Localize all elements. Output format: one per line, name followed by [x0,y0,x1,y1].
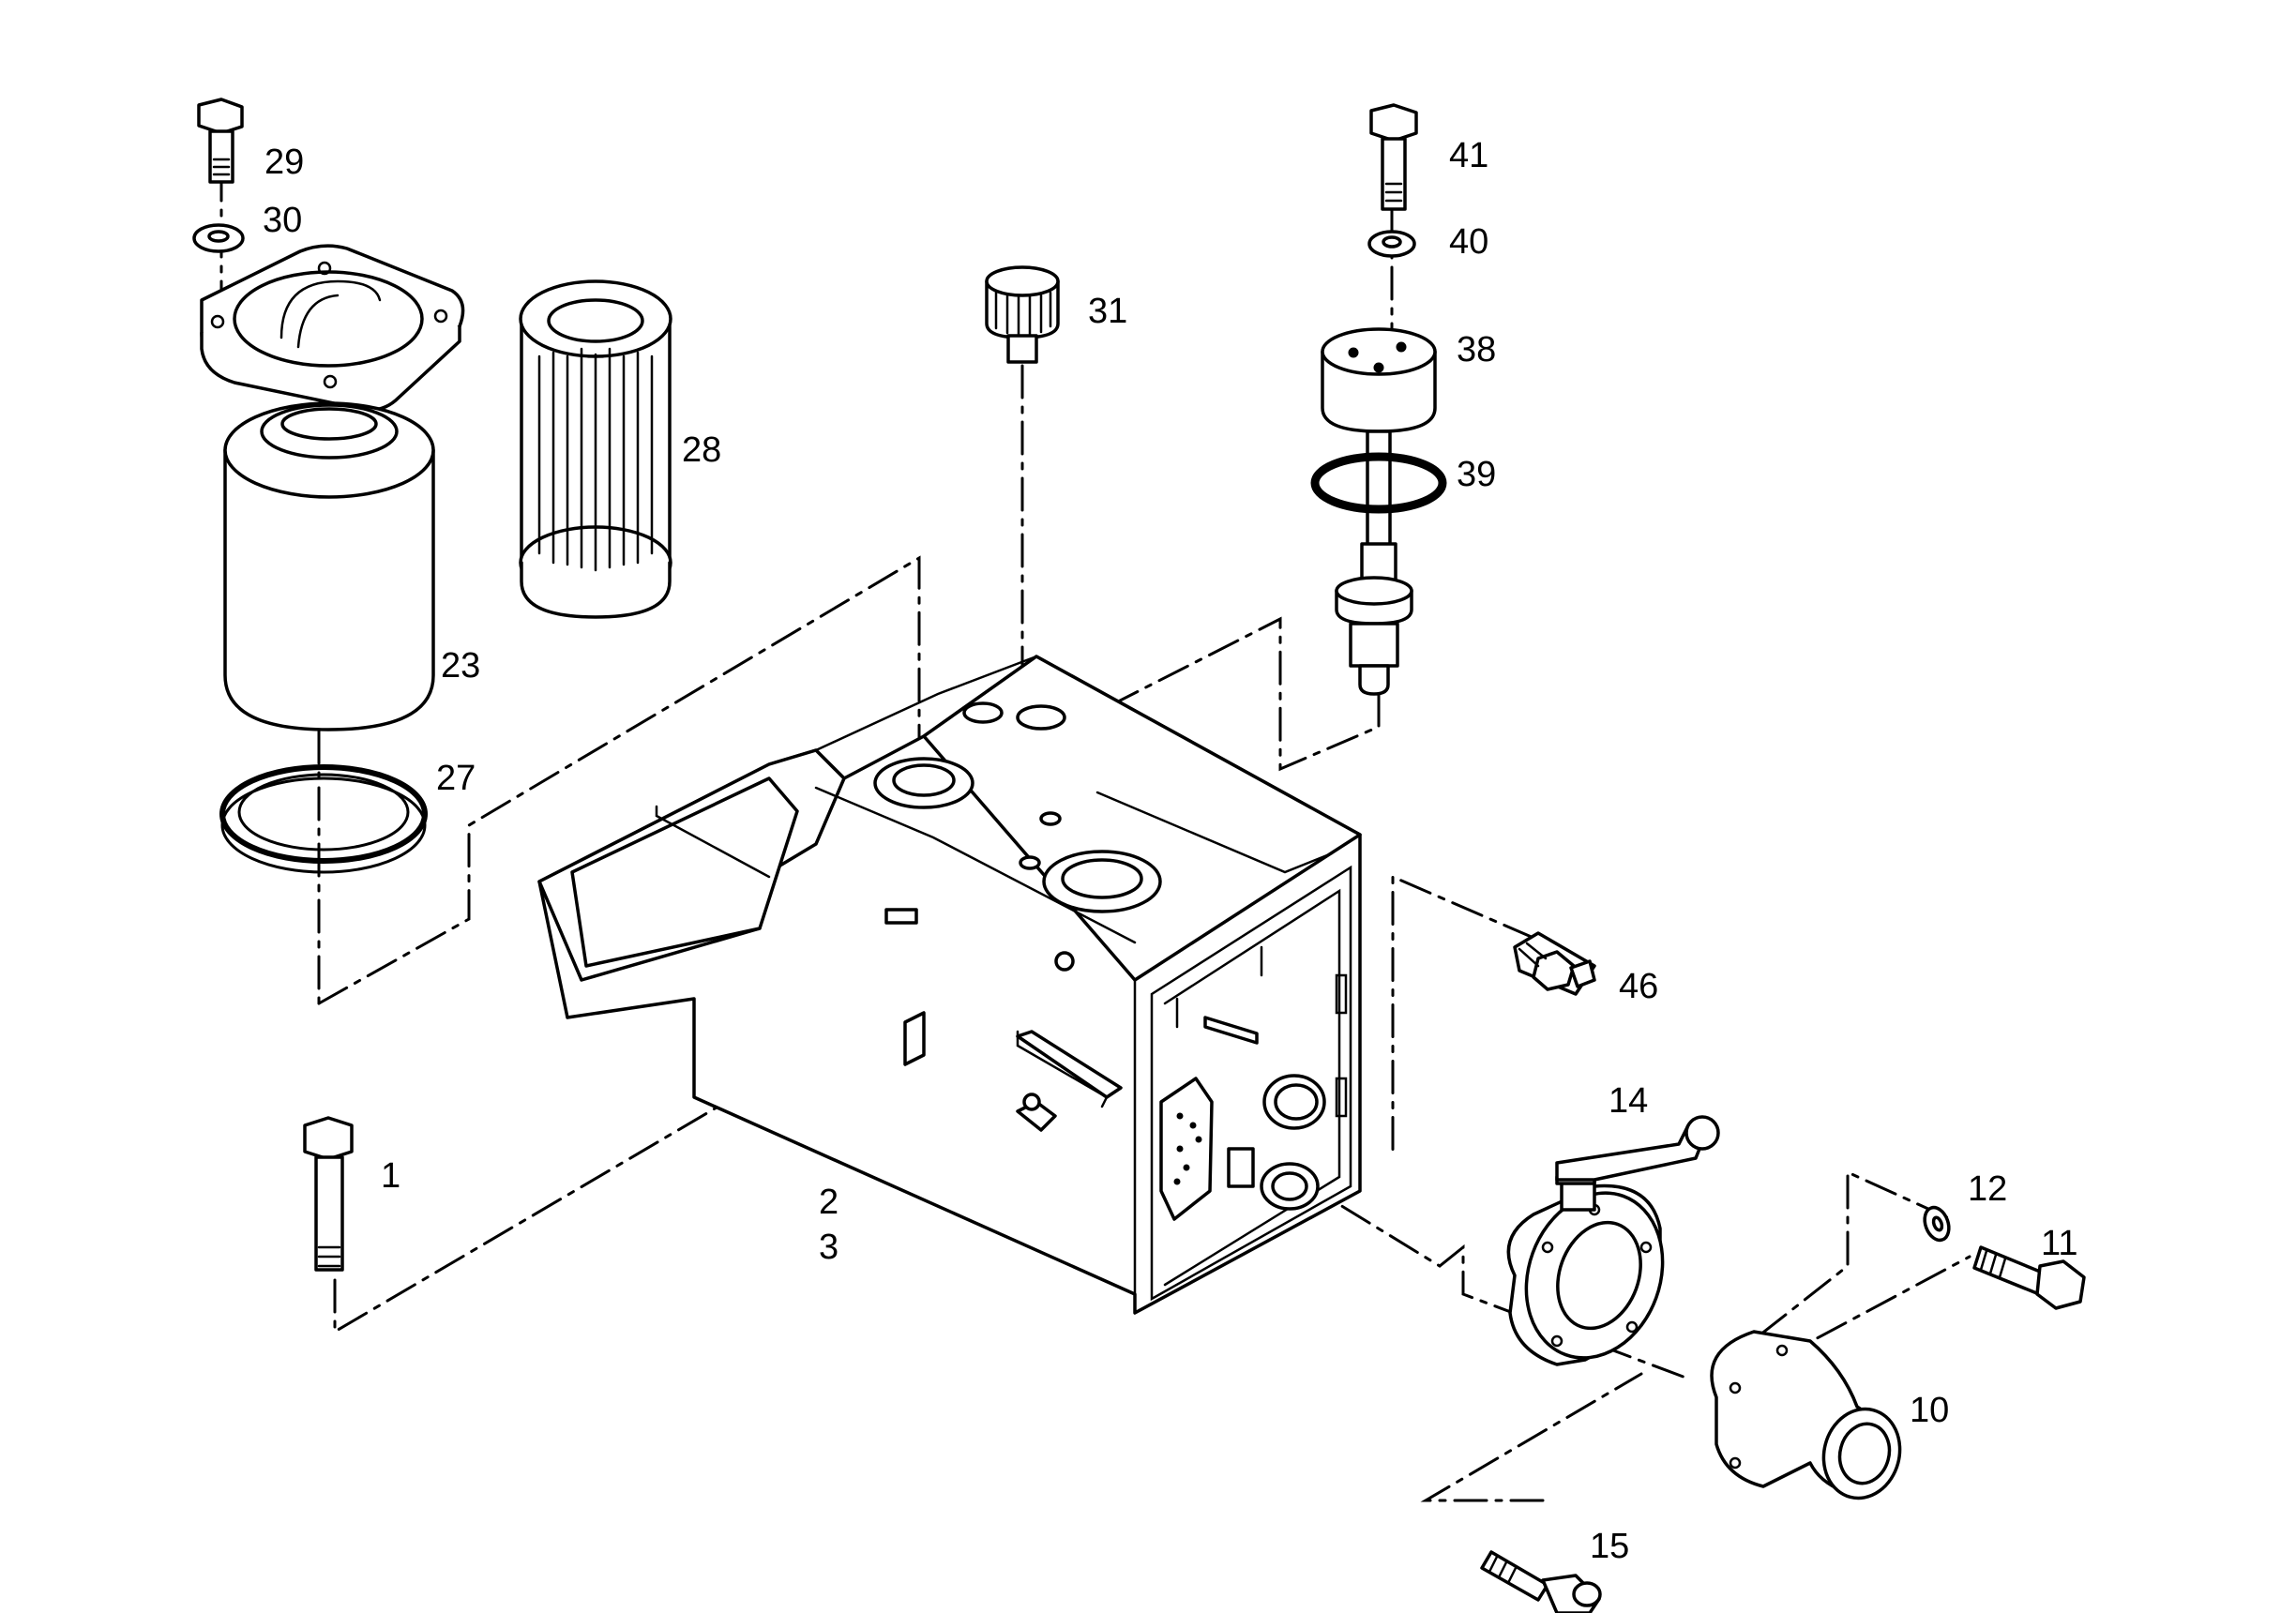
callout-11: 11 [2041,1224,2077,1263]
screw-15-icon [1480,1550,1602,1613]
callout-28: 28 [682,430,721,470]
callout-1: 1 [381,1156,400,1196]
filter-element-28-icon [519,279,672,619]
washer-40-icon [1367,230,1416,258]
washer-12-icon [1923,1205,1951,1243]
callout-41: 41 [1449,136,1488,175]
callout-38: 38 [1457,330,1496,369]
filter-cover-icon [200,244,465,412]
callout-40: 40 [1449,222,1488,262]
callout-14: 14 [1609,1081,1648,1121]
callout-29: 29 [264,143,304,182]
callout-31: 31 [1088,292,1127,331]
callout-46: 46 [1619,967,1658,1006]
callout-30: 30 [263,201,302,240]
filter-bowl-23-icon [223,401,435,731]
bolt-1-icon [303,1116,354,1272]
valve-flange-14-icon [1506,1115,1720,1366]
callout-23: 23 [441,646,480,686]
callout-labels: 29 30 28 23 27 31 41 40 38 39 46 1 2 3 1… [263,136,2077,1566]
callout-27: 27 [436,759,476,798]
callout-15: 15 [1590,1527,1629,1566]
callout-12: 12 [1968,1169,2007,1209]
callout-3: 3 [819,1228,838,1267]
callout-2: 2 [819,1183,838,1222]
dipstick-body-icon [1335,542,1413,696]
seal-ring-27-icon [219,764,428,874]
bolt-29-icon [197,98,244,184]
callout-10: 10 [1910,1391,1949,1430]
hydraulic-tank-icon [537,655,1362,1315]
o-ring-39-icon [1310,452,1447,514]
bolt-11-icon [1972,1245,2086,1310]
callout-39: 39 [1457,455,1496,494]
bolt-41-icon [1369,103,1418,211]
washer-30-icon [192,223,245,253]
hub-10-icon [1710,1330,1902,1500]
fitting-46-icon [1513,931,1596,996]
breather-cap-31-icon [985,265,1060,364]
